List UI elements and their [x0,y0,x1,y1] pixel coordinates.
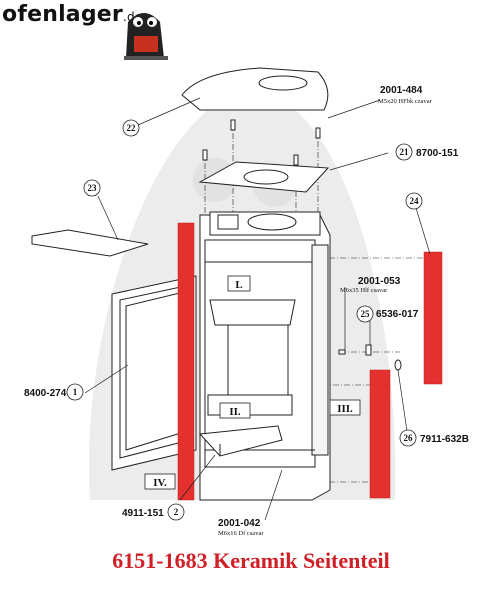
part-4911-151: 4911-151 [122,508,164,519]
part-ash-drawer [198,425,283,457]
label-III: III. [337,403,353,415]
label-IV: IV. [153,477,167,489]
part-8400-274: 8400-274 [24,388,67,399]
callout-26: 26 [404,433,414,443]
part-8700-151: 8700-151 [416,148,459,159]
part-2001-042-spec: M6x16 Df csavar [218,530,264,537]
callout-25: 25 [361,309,371,319]
part-top-brick [31,229,149,257]
callout-2: 2 [174,507,179,517]
part-7911-632b: 7911-632B [420,434,469,445]
part-6536-017: 6536-017 [376,309,419,320]
label-II: II. [229,406,241,418]
roman-labels: L II. III. IV. [144,275,361,490]
part-door [111,275,197,471]
part-2001-053-spec: M6x35 Hlf csavar [340,287,388,294]
callout-circles [66,119,423,521]
part-inner-plate [198,161,330,193]
callout-24: 24 [410,196,420,206]
part-2001-484: 2001-484 [380,85,423,96]
callout-1: 1 [73,387,78,397]
ceramic-panel-front-left [177,222,195,501]
logo-mascot-icon [124,13,168,60]
screw-icons [202,119,402,371]
ceramic-side-panels [177,222,443,501]
part-top-lid [181,67,329,111]
callout-21: 21 [400,147,410,157]
part-number-labels: 2001-484 M5x20 HFbk czavar 8700-151 2001… [24,85,469,537]
logo-name: ofenlager [2,2,123,27]
stove-body [199,211,331,501]
callout-23: 23 [88,183,98,193]
label-L: L [235,279,242,291]
product-caption: 6151-1683 Keramik Seitenteil [112,548,390,573]
leader-lines [84,97,431,521]
ceramic-panel-right-lower [369,369,391,499]
callout-22: 22 [127,123,137,133]
ceramic-panel-right-upper [423,251,443,385]
part-2001-484-spec: M5x20 HFbk czavar [378,98,433,105]
part-2001-042: 2001-042 [218,518,261,529]
part-2001-053: 2001-053 [358,276,401,287]
